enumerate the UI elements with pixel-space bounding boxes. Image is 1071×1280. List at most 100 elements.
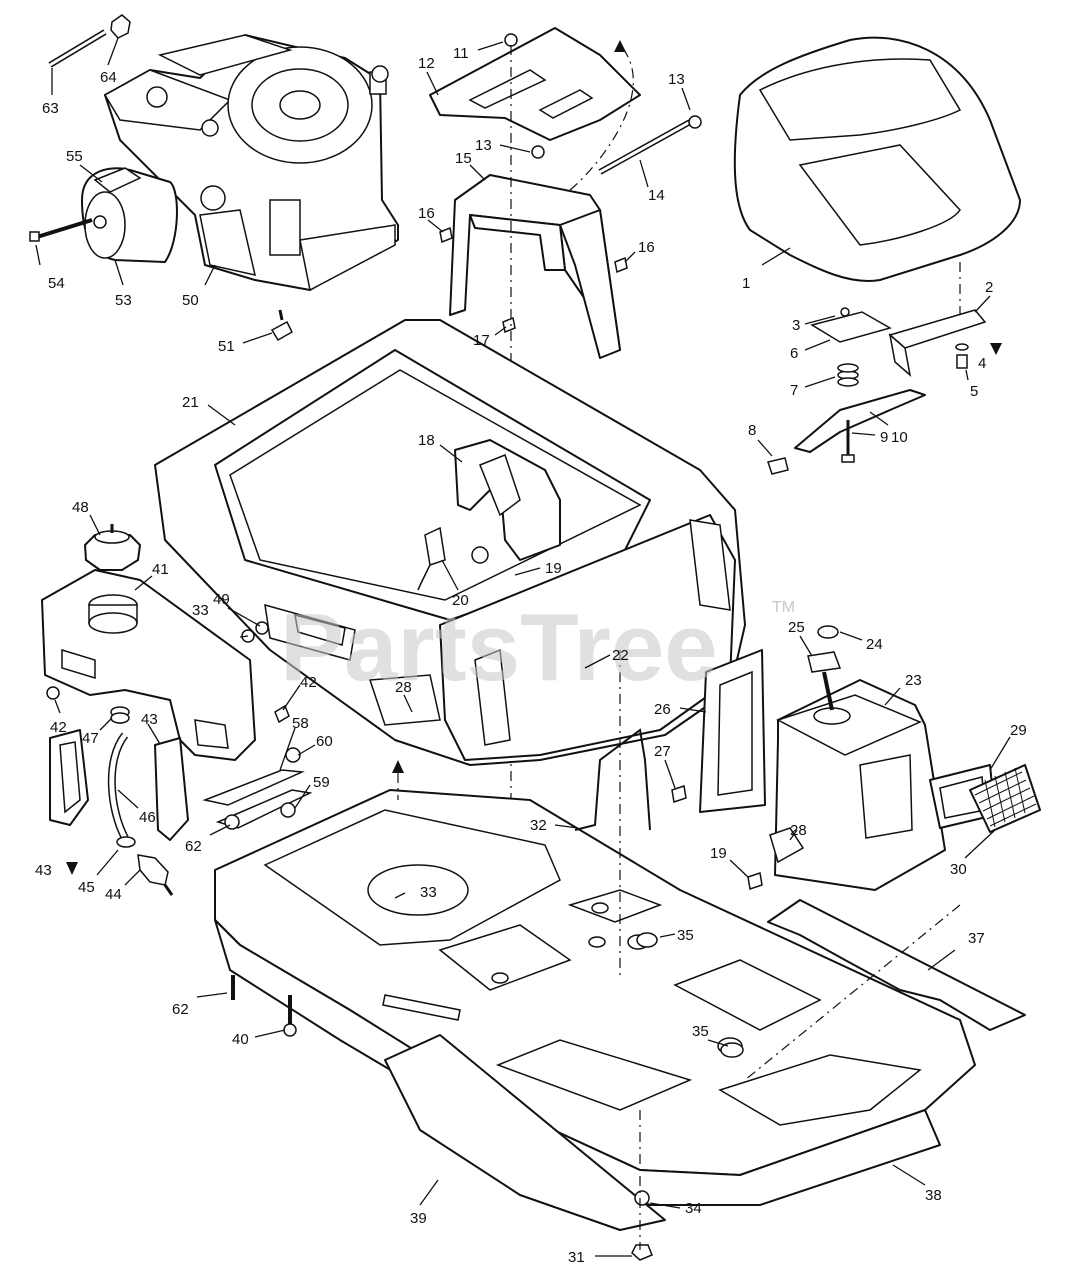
rod-14 bbox=[598, 119, 692, 175]
bolt-54 bbox=[29, 218, 93, 242]
callout-25: 25 bbox=[788, 619, 805, 636]
panel-26 bbox=[699, 649, 766, 813]
screws-16-17 bbox=[439, 33, 702, 334]
callout-28a: 28 bbox=[395, 679, 412, 696]
callout-21: 21 bbox=[182, 394, 199, 411]
callout-46: 46 bbox=[139, 809, 156, 826]
fuel-line-46 bbox=[107, 732, 129, 840]
callout-16b: 16 bbox=[638, 239, 655, 256]
seat-bracket-10 bbox=[794, 389, 926, 453]
callout-62b: 62 bbox=[185, 838, 202, 855]
callout-45: 45 bbox=[78, 879, 95, 896]
spring-7 bbox=[837, 363, 859, 387]
callout-62a: 60 bbox=[316, 733, 333, 750]
callout-labels: 1 2 3 4 5 6 7 8 9 10 11 12 13 bbox=[35, 37, 1027, 1266]
callout-29: 29 bbox=[1010, 722, 1027, 739]
callout-10: 10 bbox=[891, 429, 908, 446]
callout-12: 12 bbox=[418, 55, 435, 72]
callout-43b: 43 bbox=[35, 862, 52, 879]
steering-pedestal-23 bbox=[774, 679, 946, 891]
callout-8: 8 bbox=[748, 422, 756, 439]
floor-mat-37 bbox=[767, 899, 1026, 1031]
callout-34: 34 bbox=[685, 1200, 702, 1217]
tank-strap-43-right bbox=[154, 737, 189, 841]
washers-4-5 bbox=[955, 343, 969, 369]
bolts-40-60 bbox=[231, 975, 297, 1037]
callout-44: 44 bbox=[105, 886, 122, 903]
callout-33a: 33 bbox=[192, 602, 209, 619]
shroud-18 bbox=[454, 439, 561, 561]
callout-48: 48 bbox=[72, 499, 89, 516]
seat-bracket-12 bbox=[429, 27, 641, 141]
callout-47: 47 bbox=[82, 730, 99, 747]
callout-22: 22 bbox=[612, 647, 629, 664]
seat-plate-2 bbox=[888, 309, 987, 377]
fasteners-59-62 bbox=[46, 621, 301, 830]
callout-42b: 42 bbox=[300, 674, 317, 691]
callout-6: 6 bbox=[790, 345, 798, 362]
callout-20: 20 bbox=[452, 592, 469, 609]
clip-8 bbox=[767, 457, 789, 475]
callout-37: 37 bbox=[968, 930, 985, 947]
bolt-9 bbox=[841, 420, 855, 463]
callout-33b: 33 bbox=[420, 884, 437, 901]
callout-64: 64 bbox=[100, 69, 117, 86]
arrow-up-14 bbox=[614, 40, 626, 52]
callout-11: 11 bbox=[453, 45, 469, 62]
callout-18: 18 bbox=[418, 432, 435, 449]
callout-53: 53 bbox=[115, 292, 132, 309]
callout-58: 58 bbox=[292, 715, 309, 732]
nut-64 bbox=[110, 14, 131, 39]
callout-13b: 13 bbox=[668, 71, 685, 88]
arrow-up-frame bbox=[392, 760, 404, 773]
callout-50: 50 bbox=[182, 292, 199, 309]
arrow-down-43 bbox=[66, 862, 78, 875]
callout-35b: 35 bbox=[692, 1023, 709, 1040]
callout-41: 41 bbox=[152, 561, 169, 578]
callout-35a: 35 bbox=[677, 927, 694, 944]
fastener-51 bbox=[270, 309, 293, 342]
fuel-cap-48 bbox=[84, 524, 141, 571]
seat-1 bbox=[733, 36, 1021, 282]
callout-43a: 43 bbox=[141, 711, 158, 728]
callout-17: 17 bbox=[473, 332, 490, 349]
callout-7: 7 bbox=[790, 382, 798, 399]
callout-42a: 42 bbox=[50, 719, 67, 736]
callout-19b: 19 bbox=[710, 845, 727, 862]
steering-shaft-25 bbox=[807, 651, 842, 711]
bolt-63 bbox=[48, 29, 107, 68]
callout-26: 26 bbox=[654, 701, 671, 718]
pedestal-bracket-15 bbox=[449, 174, 621, 359]
screw-24 bbox=[817, 625, 839, 639]
callout-51: 51 bbox=[218, 338, 235, 355]
floor-mat-39 bbox=[384, 1034, 666, 1231]
callout-3: 3 bbox=[792, 317, 800, 334]
callout-5: 5 bbox=[970, 383, 978, 400]
clamp-47 bbox=[110, 706, 130, 724]
switch-20 bbox=[417, 526, 489, 591]
callout-13a: 13 bbox=[475, 137, 492, 154]
grille-30 bbox=[969, 764, 1041, 833]
callout-19a: 19 bbox=[545, 560, 562, 577]
watermark: PartsTree bbox=[280, 594, 718, 701]
callout-32: 32 bbox=[530, 817, 547, 834]
grommet-35 bbox=[636, 932, 744, 1058]
callout-54: 54 bbox=[48, 275, 65, 292]
callout-55: 55 bbox=[66, 148, 83, 165]
engine-assembly bbox=[103, 34, 399, 292]
arrow-down-2 bbox=[990, 343, 1002, 355]
fasteners-31-34 bbox=[631, 1190, 653, 1261]
callout-27: 27 bbox=[654, 743, 671, 760]
callout-2: 2 bbox=[985, 279, 993, 296]
callout-9: 9 bbox=[880, 429, 888, 446]
callout-16a: 16 bbox=[418, 205, 435, 222]
watermark-trademark: TM bbox=[772, 599, 795, 616]
callout-31: 31 bbox=[568, 1249, 585, 1266]
callout-30: 30 bbox=[950, 861, 967, 878]
callout-49: 49 bbox=[213, 591, 230, 608]
callout-28b: 28 bbox=[790, 822, 807, 839]
clamp-45 bbox=[116, 836, 136, 848]
callout-4: 4 bbox=[978, 355, 986, 372]
frame-38 bbox=[214, 789, 976, 1206]
